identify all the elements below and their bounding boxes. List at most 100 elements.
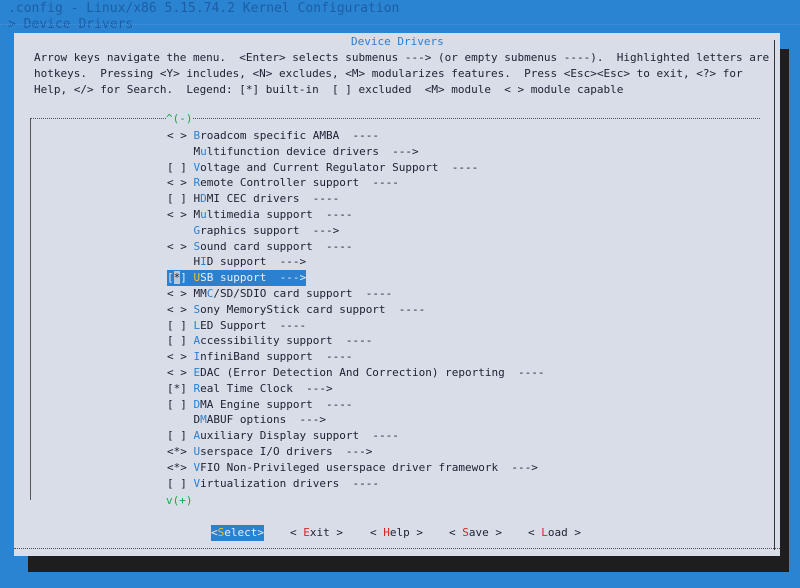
hotkey-letter: U	[193, 445, 201, 458]
item-state: <*>	[167, 460, 194, 474]
dialog-title: Device Drivers	[351, 35, 444, 48]
submenu-indicator: ----	[438, 160, 479, 174]
submenu-indicator: ----	[339, 476, 379, 490]
menu-item-label: Multimedia support	[193, 208, 313, 221]
menu-item[interactable]: < > InfiniBand support ----	[167, 349, 352, 365]
hotkey-letter: V	[193, 476, 201, 490]
submenu-indicator: --->	[332, 445, 373, 458]
help-button[interactable]: < Help >	[370, 525, 423, 541]
hotkey-letter: A	[193, 334, 201, 348]
item-state: < >	[167, 239, 194, 253]
dialog-shadow-bottom	[28, 556, 789, 572]
menu-item[interactable]: [ ] Virtualization drivers ----	[167, 476, 379, 492]
menu-box-left-border	[30, 118, 31, 500]
hotkey-letter: I	[193, 350, 201, 364]
menu-item[interactable]: [ ] Auxiliary Display support ----	[167, 428, 399, 444]
menu-item-selected[interactable]: [*] USB support --->	[167, 270, 307, 286]
menu-item-label: Auxiliary Display support	[193, 429, 360, 443]
hotkey-letter: S	[193, 302, 201, 316]
scroll-up-indicator[interactable]: ^(-)	[166, 111, 193, 127]
hotkey-letter: D	[193, 397, 201, 411]
menu-item-label: Voltage and Current Regulator Support	[193, 160, 439, 174]
menu-item-label: Real Time Clock	[193, 381, 293, 395]
item-state	[167, 145, 194, 158]
hotkey-letter: L	[193, 318, 201, 332]
submenu-indicator: ----	[339, 129, 379, 142]
menu-item[interactable]: < > Remote Controller support ----	[167, 175, 399, 191]
menu-item[interactable]: <*> Userspace I/O drivers --->	[167, 444, 372, 460]
menu-item[interactable]: < > Multimedia support ----	[167, 207, 352, 223]
menu-item-label: DMABUF options	[193, 413, 287, 427]
item-state: [ ]	[167, 192, 194, 206]
menu-item-label: MMC/SD/SDIO card support	[193, 287, 353, 300]
menu-item[interactable]: [ ] HDMI CEC drivers ----	[167, 191, 339, 207]
menu-item[interactable]: < > Sound card support ----	[167, 239, 352, 255]
menu-item[interactable]: [ ] DMA Engine support ----	[167, 397, 352, 413]
load-button[interactable]: < Load >	[528, 525, 581, 541]
menu-item[interactable]: <*> VFIO Non-Privileged userspace driver…	[167, 460, 538, 476]
load-button-label: Load	[541, 526, 568, 539]
exit-button-label: Exit	[303, 526, 330, 539]
menu-item-label: LED Support	[193, 318, 267, 332]
submenu-indicator: ----	[352, 287, 393, 300]
submenu-indicator: --->	[266, 271, 307, 285]
submenu-indicator: ----	[332, 334, 373, 348]
menu-item[interactable]: Graphics support --->	[167, 223, 340, 239]
item-state: [ ]	[167, 476, 194, 490]
menu-item[interactable]: < > Sony MemoryStick card support ----	[167, 302, 425, 318]
menu-item-label: VFIO Non-Privileged userspace driver fra…	[193, 460, 499, 474]
menu-item-label: HDMI CEC drivers	[193, 192, 300, 206]
menu-item-label: Sony MemoryStick card support	[193, 302, 386, 316]
item-state: < >	[167, 176, 194, 190]
bracket: >	[488, 526, 502, 539]
menu-item-label: Graphics support	[193, 223, 300, 237]
bracket: <	[290, 526, 304, 539]
menu-item[interactable]: [ ] LED Support ----	[167, 318, 306, 334]
bracket: <	[449, 526, 463, 539]
menu-item-label: DMA Engine support	[193, 397, 313, 411]
hotkey-letter: R	[193, 381, 201, 395]
hotkey-letter: U	[193, 271, 201, 285]
menu-item[interactable]: HID support --->	[167, 254, 307, 270]
item-state: [ ]	[167, 397, 194, 411]
submenu-indicator: --->	[299, 223, 340, 237]
help-text-line: Help, </> for Search. Legend: [*] built-…	[34, 83, 624, 96]
submenu-indicator: ----	[312, 350, 353, 364]
window-title: .config - Linux/x86 5.15.74.2 Kernel Con…	[8, 1, 400, 16]
menu-item[interactable]: < > Broadcom specific AMBA ----	[167, 128, 379, 144]
item-state: [ ]	[167, 334, 194, 348]
menu-item[interactable]: DMABUF options --->	[167, 412, 326, 428]
submenu-indicator: --->	[378, 144, 419, 158]
bracket: <	[528, 526, 542, 539]
menu-item-label: Sound card support	[193, 239, 313, 253]
item-state: < >	[167, 129, 194, 142]
item-state: [ ]	[167, 160, 194, 174]
submenu-indicator: ----	[312, 397, 353, 411]
menu-item[interactable]: [ ] Accessibility support ----	[167, 333, 372, 349]
hotkey-letter: M	[200, 413, 207, 427]
dialog-shadow-right	[780, 49, 789, 572]
submenu-indicator: ----	[504, 366, 545, 379]
item-state: [ ]	[167, 318, 194, 332]
menu-item-label: USB support	[193, 271, 267, 285]
hotkey-letter: R	[193, 176, 201, 190]
submenu-indicator: --->	[286, 413, 326, 427]
item-state-bracket: [	[167, 271, 174, 285]
menu-item[interactable]: [ ] Voltage and Current Regulator Suppor…	[167, 160, 478, 176]
button-separator	[14, 548, 780, 549]
item-state: < >	[167, 350, 194, 364]
exit-button[interactable]: < Exit >	[290, 525, 343, 541]
select-button[interactable]: <Select>	[211, 525, 264, 541]
hotkey-letter: I	[200, 255, 207, 269]
hotkey-letter: G	[193, 223, 201, 237]
item-state: [ ]	[167, 429, 194, 443]
menu-item[interactable]: < > EDAC (Error Detection And Correction…	[167, 365, 545, 381]
submenu-indicator: ----	[312, 239, 353, 253]
hotkey-letter: B	[193, 129, 201, 142]
menu-item[interactable]: [*] Real Time Clock --->	[167, 381, 333, 397]
menu-item[interactable]: < > MMC/SD/SDIO card support ----	[167, 286, 392, 302]
menu-item[interactable]: Multifunction device drivers --->	[167, 144, 419, 160]
save-button[interactable]: < Save >	[449, 525, 502, 541]
scroll-down-indicator[interactable]: v(+)	[166, 494, 193, 507]
submenu-indicator: --->	[292, 381, 333, 395]
